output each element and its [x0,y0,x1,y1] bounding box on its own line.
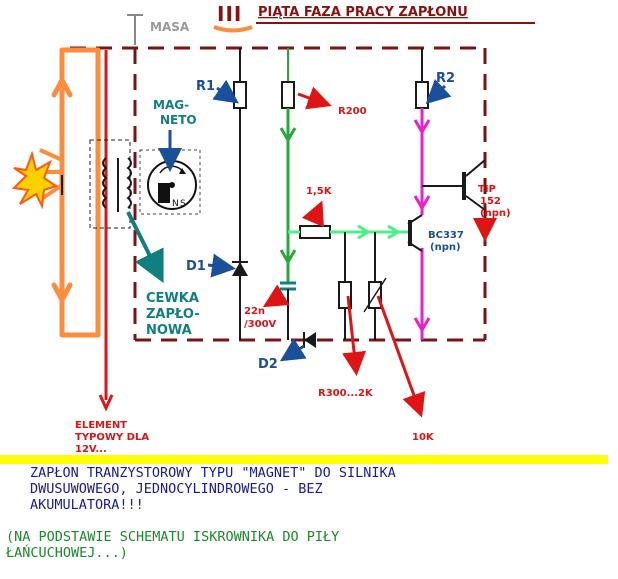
r1-arrow [212,79,239,104]
r200-arrow [297,86,332,110]
resistor-10k [363,232,387,340]
svg-text:12V...: 12V... [75,444,107,455]
r10k-arrow [376,295,426,418]
diode-d2 [303,332,316,348]
svg-text:ZAPŁO-: ZAPŁO- [146,307,200,322]
d2-arrow [279,338,307,362]
r10k-label: 10K [412,432,435,443]
svg-text:MAG-: MAG- [153,98,189,112]
svg-text:S: S [180,199,186,209]
base-current-path [288,224,408,240]
resistor-r200 [281,48,295,109]
caption-main: ZAPŁON TRANZYSTOROWY TYPU "MAGNET" DO SI… [30,465,396,513]
spark-burst-icon [11,148,64,210]
r300-label: R300...2K [318,388,374,399]
tip152-label: TIP 152 (npn) [478,184,511,219]
orange-current-loop [51,47,101,338]
module-frame [70,46,487,342]
ignition-coil [89,139,132,229]
svg-text:ELEMENT: ELEMENT [75,420,127,431]
masa-label: MASA [150,20,190,34]
d1-arrow [207,253,236,278]
svg-text:/300V: /300V [244,319,277,330]
header: III PIĄTA FAZA PRACY ZAPŁONU [213,2,535,33]
svg-text:22n: 22n [244,306,265,317]
svg-text:(npn): (npn) [430,242,461,253]
svg-text:152: 152 [480,196,501,207]
cewka-arrow [126,211,164,284]
svg-text:NETO: NETO [160,113,197,127]
element-arrow [98,50,114,412]
svg-text:NOWA: NOWA [146,323,192,338]
svg-text:BC337: BC337 [428,230,464,241]
phase-number: III [217,2,242,26]
magneto-label: MAG- NETO [153,98,197,127]
r2-arrow [425,78,452,105]
collector-current-path [413,108,431,340]
header-title: PIĄTA FAZA PRACY ZAPŁONU [258,5,468,20]
resistor-r300 [338,232,352,340]
svg-text:TYPOWY DLA: TYPOWY DLA [75,432,149,443]
svg-text:TIP: TIP [478,184,496,195]
diode-d1 [232,261,248,276]
svg-text:(npn): (npn) [480,208,511,219]
caption-area: ZAPŁON TRANZYSTOROWY TYPU "MAGNET" DO SI… [0,455,618,579]
phase-badge [215,3,251,23]
transistor-tip152 [422,159,486,211]
svg-text:N: N [172,199,179,209]
r1-label: R1 [196,79,215,94]
green-current-path [279,108,297,283]
svg-text:CEWKA: CEWKA [146,291,199,306]
transistor-bc337 [407,214,423,252]
cap-arrow [262,284,290,308]
r1k5-label: 1,5K [306,186,333,197]
cewka-label: CEWKA ZAPŁO- NOWA [146,291,200,338]
r2-label: R2 [436,71,455,86]
phase-underline [213,25,253,33]
caption-divider [0,455,608,464]
d2-label: D2 [258,357,278,372]
bc337-label: BC337 (npn) [428,230,464,253]
cap22n-label: 22n /300V [244,306,277,330]
r1k5-arrow [301,200,324,228]
r200-label: R200 [338,106,367,117]
caption-note: (NA PODSTAWIE SCHEMATU ISKROWNIKA DO PIŁ… [6,529,340,561]
resistor-r1 [233,48,247,340]
capacitor-22n [280,281,296,340]
ground-masa: MASA [127,14,190,45]
resistor-r2 [415,48,429,109]
resistor-1k5 [299,225,331,239]
ignition-schematic: III PIĄTA FAZA PRACY ZAPŁONU MASA ELEMEN… [11,2,535,455]
element-label: ELEMENT TYPOWY DLA 12V... [75,420,149,455]
d1-label: D1 [186,259,206,274]
r300-arrow [342,295,366,376]
